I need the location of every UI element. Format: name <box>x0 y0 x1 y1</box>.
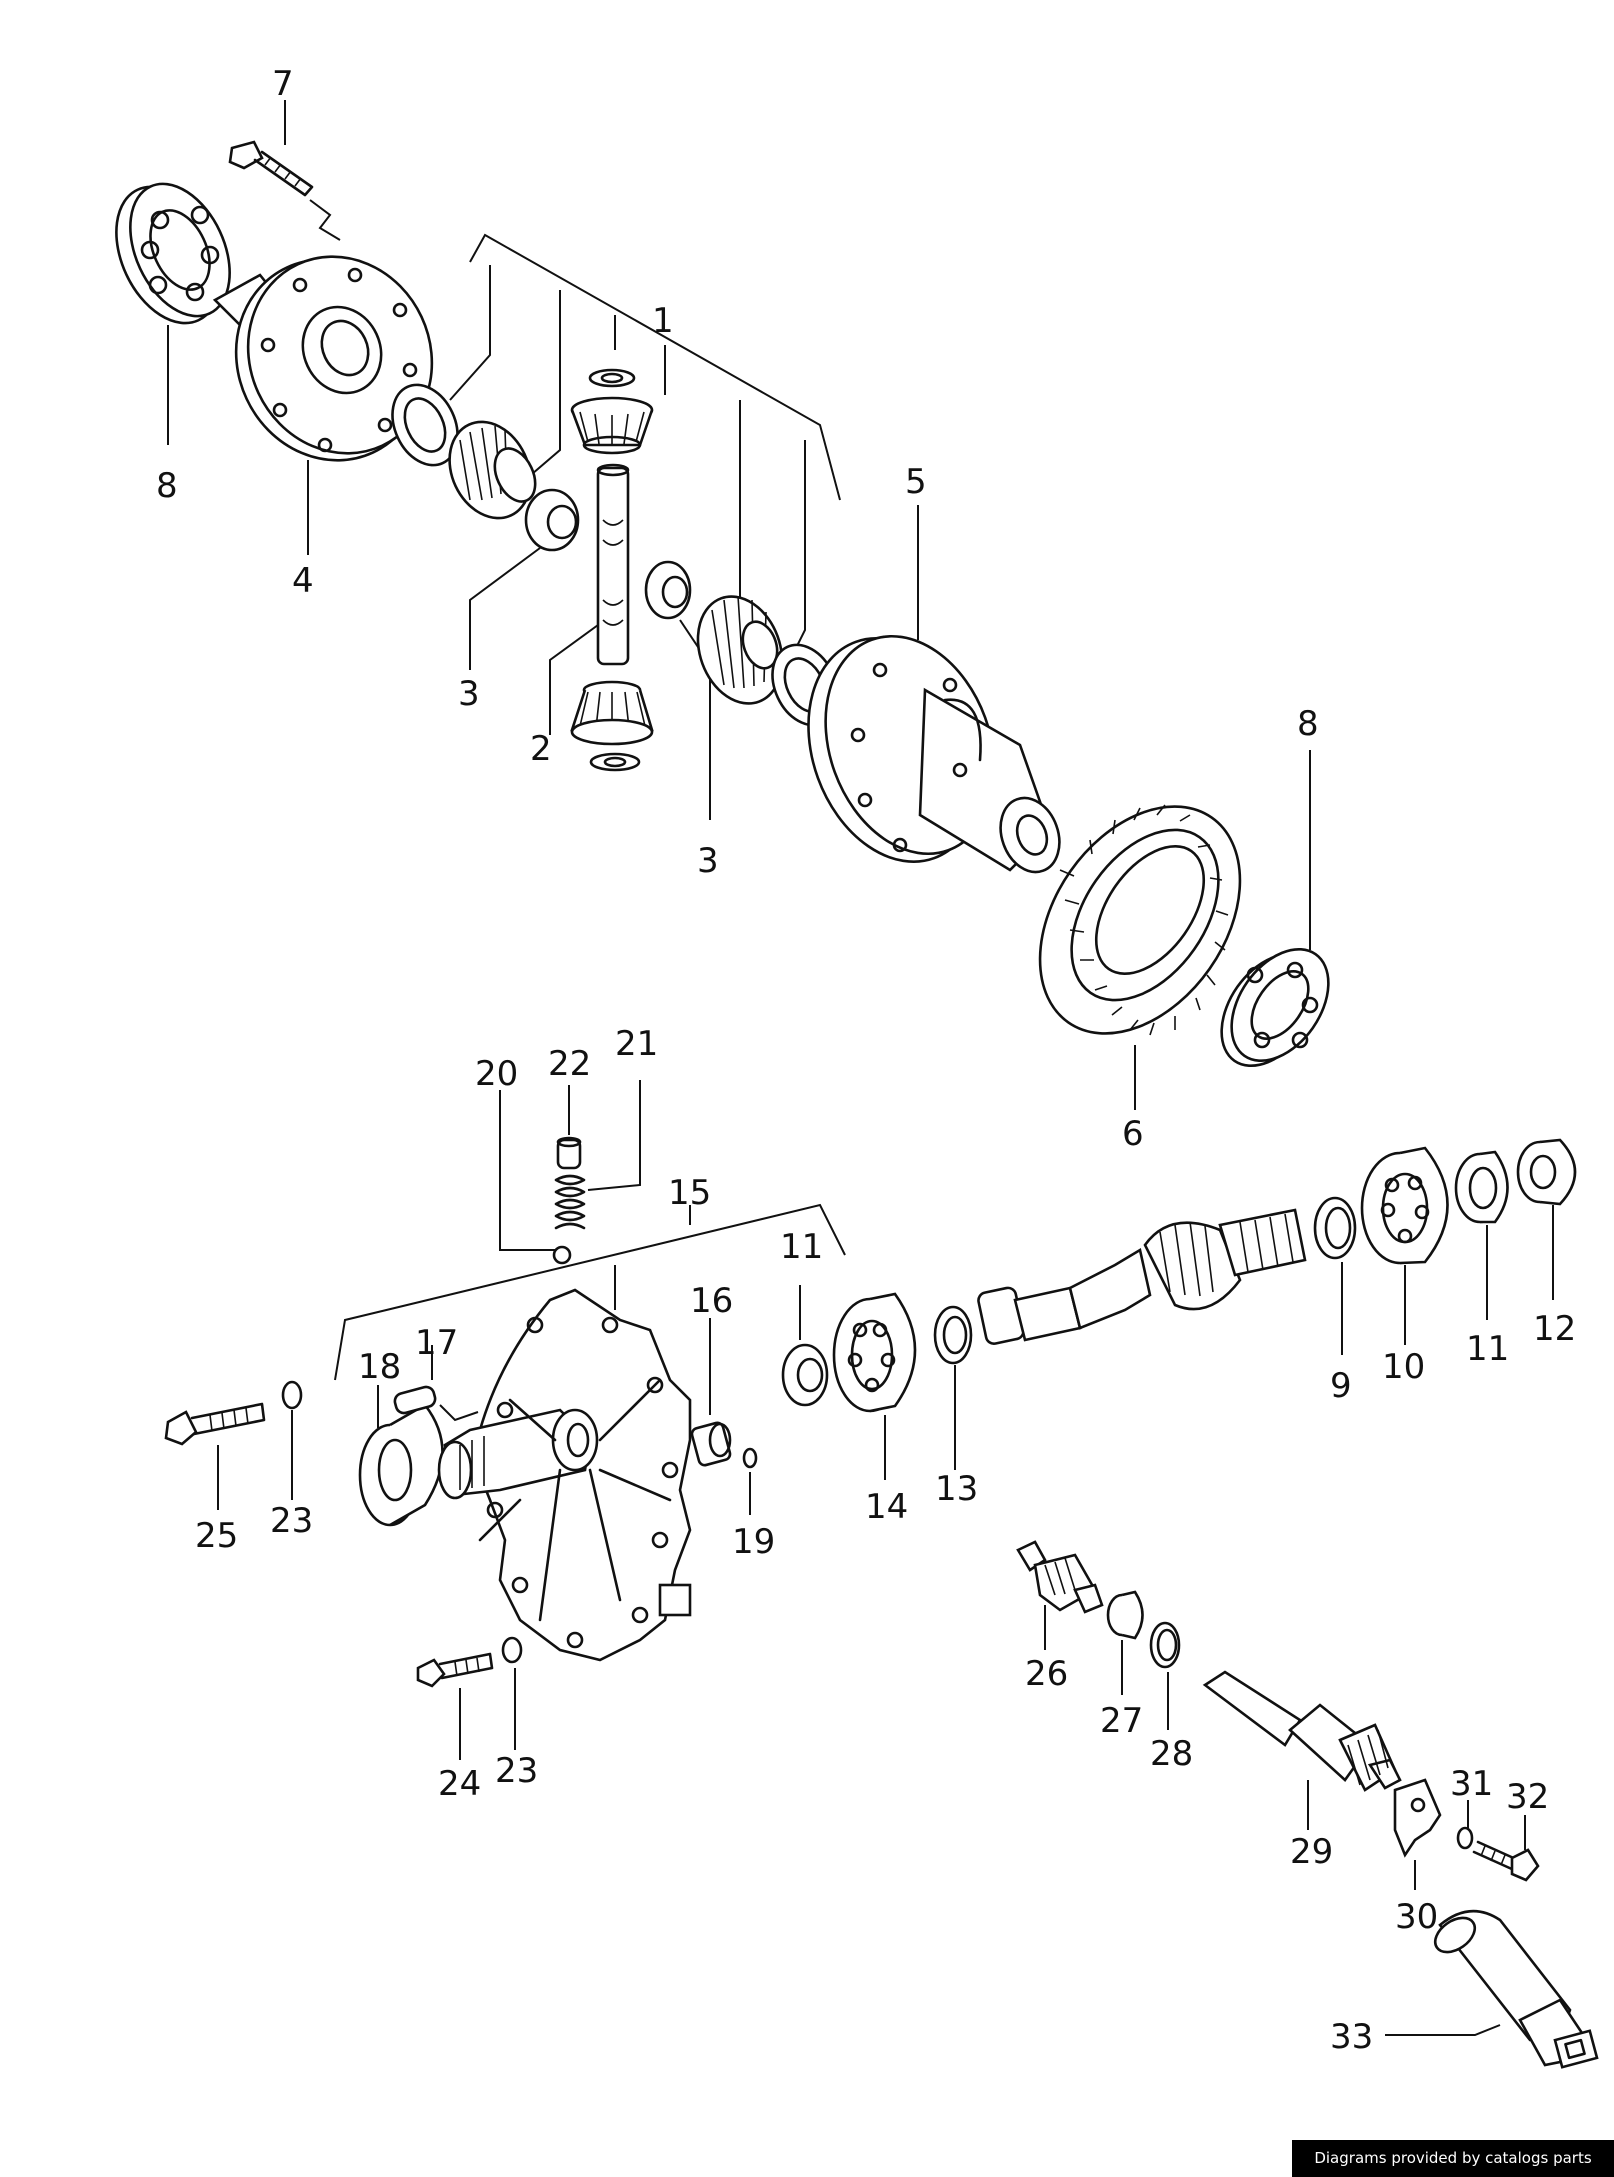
callout-30: 30 <box>1395 1897 1438 1937</box>
callout-26: 26 <box>1025 1654 1068 1694</box>
cover-housing-15 <box>437 1288 692 1662</box>
side-gear-right <box>696 595 784 705</box>
credit-banner: Diagrams provided by catalogs parts <box>1292 2140 1614 2177</box>
callout-14: 14 <box>865 1487 908 1527</box>
detent-pin-22 <box>556 1085 582 1170</box>
thrust-washer-3-left <box>469 488 580 670</box>
callout-2: 2 <box>530 729 552 769</box>
spring-21 <box>554 1080 641 1230</box>
bushing-27 <box>1106 1590 1144 1695</box>
callout-31: 31 <box>1450 1764 1493 1804</box>
shim-13 <box>933 1305 973 1470</box>
callout-33: 33 <box>1330 2017 1373 2057</box>
bearing-14 <box>832 1292 917 1480</box>
callout-29: 29 <box>1290 1832 1333 1872</box>
callout-6: 6 <box>1122 1114 1144 1154</box>
bolt-32 <box>1472 1815 1540 1882</box>
ball-20 <box>499 1090 572 1265</box>
speed-sensor-33 <box>1385 1909 1599 2069</box>
callout-25: 25 <box>195 1516 238 1556</box>
callout-9: 9 <box>1330 1366 1352 1406</box>
callout-28: 28 <box>1150 1734 1193 1774</box>
callout-8: 8 <box>1297 704 1319 744</box>
cap-12 <box>1516 1138 1577 1300</box>
callout-11: 11 <box>1466 1329 1509 1369</box>
callout-3: 3 <box>697 841 719 881</box>
bolt-25 <box>164 1402 266 1510</box>
callout-1: 1 <box>652 301 674 341</box>
callout-11: 11 <box>780 1227 823 1267</box>
callout-21: 21 <box>615 1024 658 1064</box>
callout-10: 10 <box>1382 1347 1425 1387</box>
callout-16: 16 <box>690 1281 733 1321</box>
bearing-8-left <box>115 182 231 445</box>
callout-3: 3 <box>458 674 480 714</box>
housing-5 <box>807 505 1061 874</box>
lock-washer-31 <box>1456 1800 1474 1850</box>
side-gear-left <box>448 420 537 520</box>
callout-23: 23 <box>495 1751 538 1791</box>
shim-9 <box>1313 1196 1357 1355</box>
callout-20: 20 <box>475 1054 518 1094</box>
callout-12: 12 <box>1533 1309 1576 1349</box>
lock-washer-23-bottom <box>501 1636 523 1750</box>
dowel-17 <box>393 1345 479 1422</box>
bolt-7 <box>228 100 341 241</box>
ring-gear-6 <box>1038 804 1242 1110</box>
bracket-15 <box>334 1203 846 1381</box>
callout-5: 5 <box>905 462 927 502</box>
housing-half-4 <box>212 255 434 555</box>
callout-7: 7 <box>272 64 294 104</box>
pinion-shaft-6 <box>977 1208 1307 1345</box>
pinion-washer-bottom <box>589 752 641 772</box>
pinion-gear-top <box>570 396 654 455</box>
thrust-washer-3-right <box>644 560 711 820</box>
callout-15: 15 <box>668 1173 711 1213</box>
speedo-gear-26 <box>1016 1540 1104 1650</box>
callout-19: 19 <box>732 1522 775 1562</box>
pinion-washer-top <box>588 368 636 388</box>
callout-24: 24 <box>438 1764 481 1804</box>
bushing-16 <box>690 1318 732 1467</box>
bracket-30 <box>1393 1778 1442 1890</box>
callout-8: 8 <box>156 466 178 506</box>
callout-23: 23 <box>270 1501 313 1541</box>
seal-11-left <box>781 1285 829 1407</box>
callout-27: 27 <box>1100 1701 1143 1741</box>
callout-32: 32 <box>1506 1777 1549 1817</box>
callout-22: 22 <box>548 1044 591 1084</box>
speedo-shaft-29 <box>1202 1670 1402 1830</box>
bearing-8-right <box>1220 750 1330 1068</box>
callout-17: 17 <box>415 1323 458 1363</box>
seal-11-right <box>1454 1150 1509 1320</box>
bearing-10 <box>1360 1146 1449 1345</box>
pinion-gear-bottom <box>570 680 654 746</box>
o-ring-28 <box>1149 1621 1181 1730</box>
callout-4: 4 <box>292 561 314 601</box>
pinion-shaft-2 <box>549 463 630 735</box>
callout-13: 13 <box>935 1469 978 1509</box>
callout-18: 18 <box>358 1347 401 1387</box>
lock-washer-23-top <box>281 1380 303 1500</box>
seal-18 <box>358 1385 444 1527</box>
o-ring-19 <box>742 1447 758 1515</box>
bolt-24 <box>416 1652 494 1760</box>
